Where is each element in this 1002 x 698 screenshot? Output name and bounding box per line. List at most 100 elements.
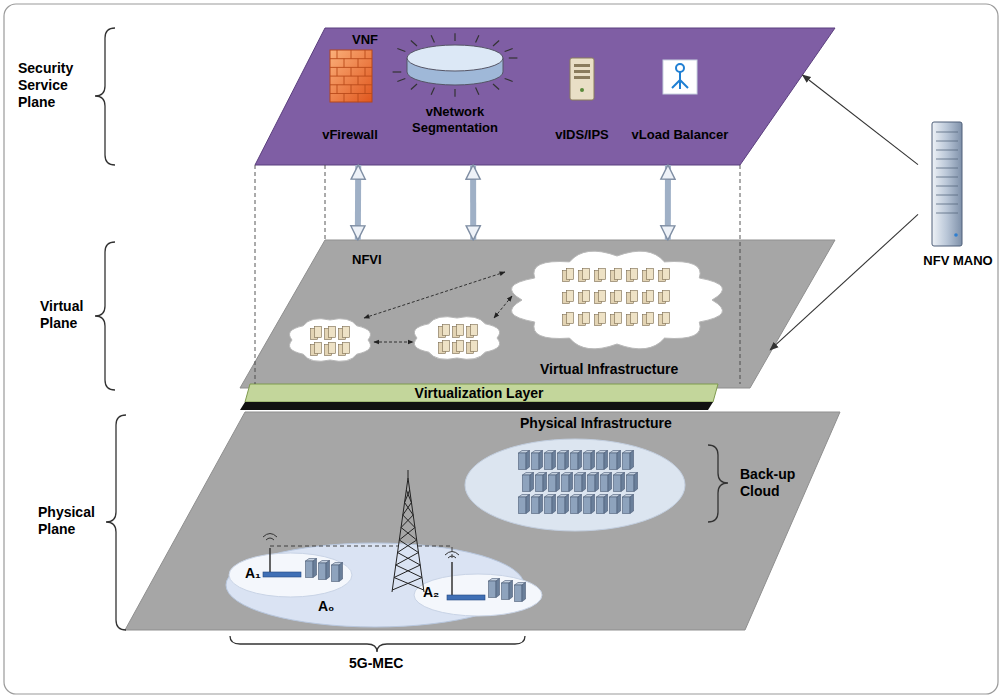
virtual-server bbox=[627, 313, 638, 326]
firewall-icon bbox=[330, 50, 372, 102]
edge-server bbox=[306, 559, 317, 578]
virtual-server bbox=[659, 291, 670, 304]
physical-server bbox=[597, 495, 608, 514]
base-station bbox=[451, 562, 453, 595]
load-balancer-icon bbox=[676, 64, 684, 72]
mano-server-icon bbox=[954, 233, 958, 237]
service-plane: vFirewall vNetwork Segmentation vIDS/IPSvL… bbox=[255, 28, 835, 165]
virtual-plane: NFVI bbox=[240, 240, 835, 388]
base-station bbox=[263, 572, 301, 577]
management-arrow bbox=[803, 75, 918, 165]
virtual-plane-fill bbox=[240, 240, 835, 388]
ids-server-icon bbox=[580, 88, 584, 92]
mano-server-icon bbox=[936, 141, 958, 142]
firewall-icon bbox=[358, 59, 359, 68]
mano-server-icon bbox=[932, 122, 962, 246]
plane-name-slot: Virtual Plane bbox=[40, 298, 100, 332]
plane-bracket bbox=[106, 415, 126, 630]
area-region-fill bbox=[229, 553, 352, 597]
projection-line bbox=[325, 165, 326, 240]
plane-name: Virtual Plane bbox=[40, 298, 100, 332]
base-station bbox=[269, 548, 271, 572]
plane-name: Security Service Plane bbox=[18, 60, 100, 110]
area-region-text: A₀ bbox=[318, 598, 334, 615]
exchange-arrow bbox=[355, 165, 361, 240]
virtual-server bbox=[311, 327, 322, 340]
exchange-arrow bbox=[470, 165, 476, 240]
physical-server bbox=[545, 495, 556, 514]
mano-box-text: NFV MANO bbox=[918, 253, 998, 269]
virtual-plane-text: NFVI bbox=[352, 252, 382, 268]
firewall-icon bbox=[344, 59, 345, 68]
virtual-server bbox=[339, 327, 350, 340]
vnf-box: vNetwork Segmentation bbox=[400, 40, 510, 135]
service-plane-outline bbox=[255, 28, 835, 165]
virtual-server bbox=[453, 325, 464, 338]
physical-plane-text: Physical Infrastructure bbox=[520, 415, 672, 432]
segmentation-icon bbox=[393, 71, 402, 72]
service-plane-fill bbox=[255, 28, 835, 165]
firewall-icon bbox=[330, 50, 372, 102]
vnf-box-text: vIDS/IPS bbox=[542, 127, 622, 143]
firewall-icon bbox=[337, 67, 338, 76]
virtual-server bbox=[659, 269, 670, 282]
segmentation-icon bbox=[509, 57, 518, 58]
physical-server bbox=[549, 473, 560, 492]
virtual-server bbox=[595, 269, 606, 282]
area-region-fill bbox=[414, 574, 542, 616]
edge-server bbox=[489, 579, 500, 598]
physical-server bbox=[571, 451, 582, 470]
area-region-outline bbox=[225, 542, 525, 628]
mano-server-icon bbox=[936, 213, 958, 214]
physical-server bbox=[597, 451, 608, 470]
mano-server-icon bbox=[936, 132, 958, 213]
mano-server-icon bbox=[936, 159, 958, 160]
service-plane-text: VNF bbox=[352, 32, 378, 48]
plane-bracket bbox=[95, 28, 126, 630]
firewall-icon bbox=[365, 85, 366, 94]
virtual-server bbox=[467, 341, 478, 354]
physical-server bbox=[558, 495, 569, 514]
virtual-server bbox=[453, 341, 464, 354]
virtual-server bbox=[627, 291, 638, 304]
physical-server bbox=[532, 495, 543, 514]
vnf-box: vIDS/IPS bbox=[542, 48, 622, 143]
edge-server bbox=[319, 561, 330, 580]
virtual-server bbox=[563, 269, 574, 282]
virtual-server bbox=[439, 341, 450, 354]
infrastructure-label-slot: Virtual Infrastructure bbox=[540, 361, 715, 378]
firewall-icon bbox=[365, 50, 366, 59]
virtualization-layer-text: Virtualization Layer bbox=[415, 385, 544, 402]
ids-server-icon bbox=[574, 64, 590, 67]
virtual-server bbox=[643, 313, 654, 326]
mano-server-icon bbox=[936, 204, 958, 205]
projection-line bbox=[255, 165, 256, 384]
firewall-icon bbox=[365, 67, 366, 76]
physical-server bbox=[562, 473, 573, 492]
ids-server-icon bbox=[574, 76, 590, 79]
segmentation-icon bbox=[454, 33, 455, 41]
virtual-server bbox=[659, 313, 670, 326]
virtual-server bbox=[563, 313, 574, 326]
virtual-server bbox=[611, 313, 622, 326]
firewall-icon bbox=[337, 85, 338, 94]
mano-server-icon bbox=[936, 186, 958, 187]
physical-server bbox=[545, 451, 556, 470]
physical-server bbox=[601, 473, 612, 492]
plane-name: Physical Plane bbox=[38, 504, 102, 538]
area-region-text: A₁ bbox=[245, 565, 261, 582]
physical-server bbox=[536, 473, 547, 492]
vnf-box-text: vFirewall bbox=[310, 127, 390, 143]
virtual-cloud bbox=[511, 251, 722, 349]
segmentation-icon bbox=[454, 89, 455, 97]
mano-server-icon bbox=[936, 195, 958, 196]
virtual-server bbox=[595, 313, 606, 326]
virtual-plane-outline bbox=[240, 240, 835, 388]
load-balancer-icon bbox=[663, 60, 697, 94]
vnf-box: vLoad Balancer bbox=[625, 48, 735, 143]
segmentation-icon bbox=[407, 45, 503, 71]
area-region: A₁ bbox=[228, 552, 353, 598]
virtual-server bbox=[311, 343, 322, 356]
